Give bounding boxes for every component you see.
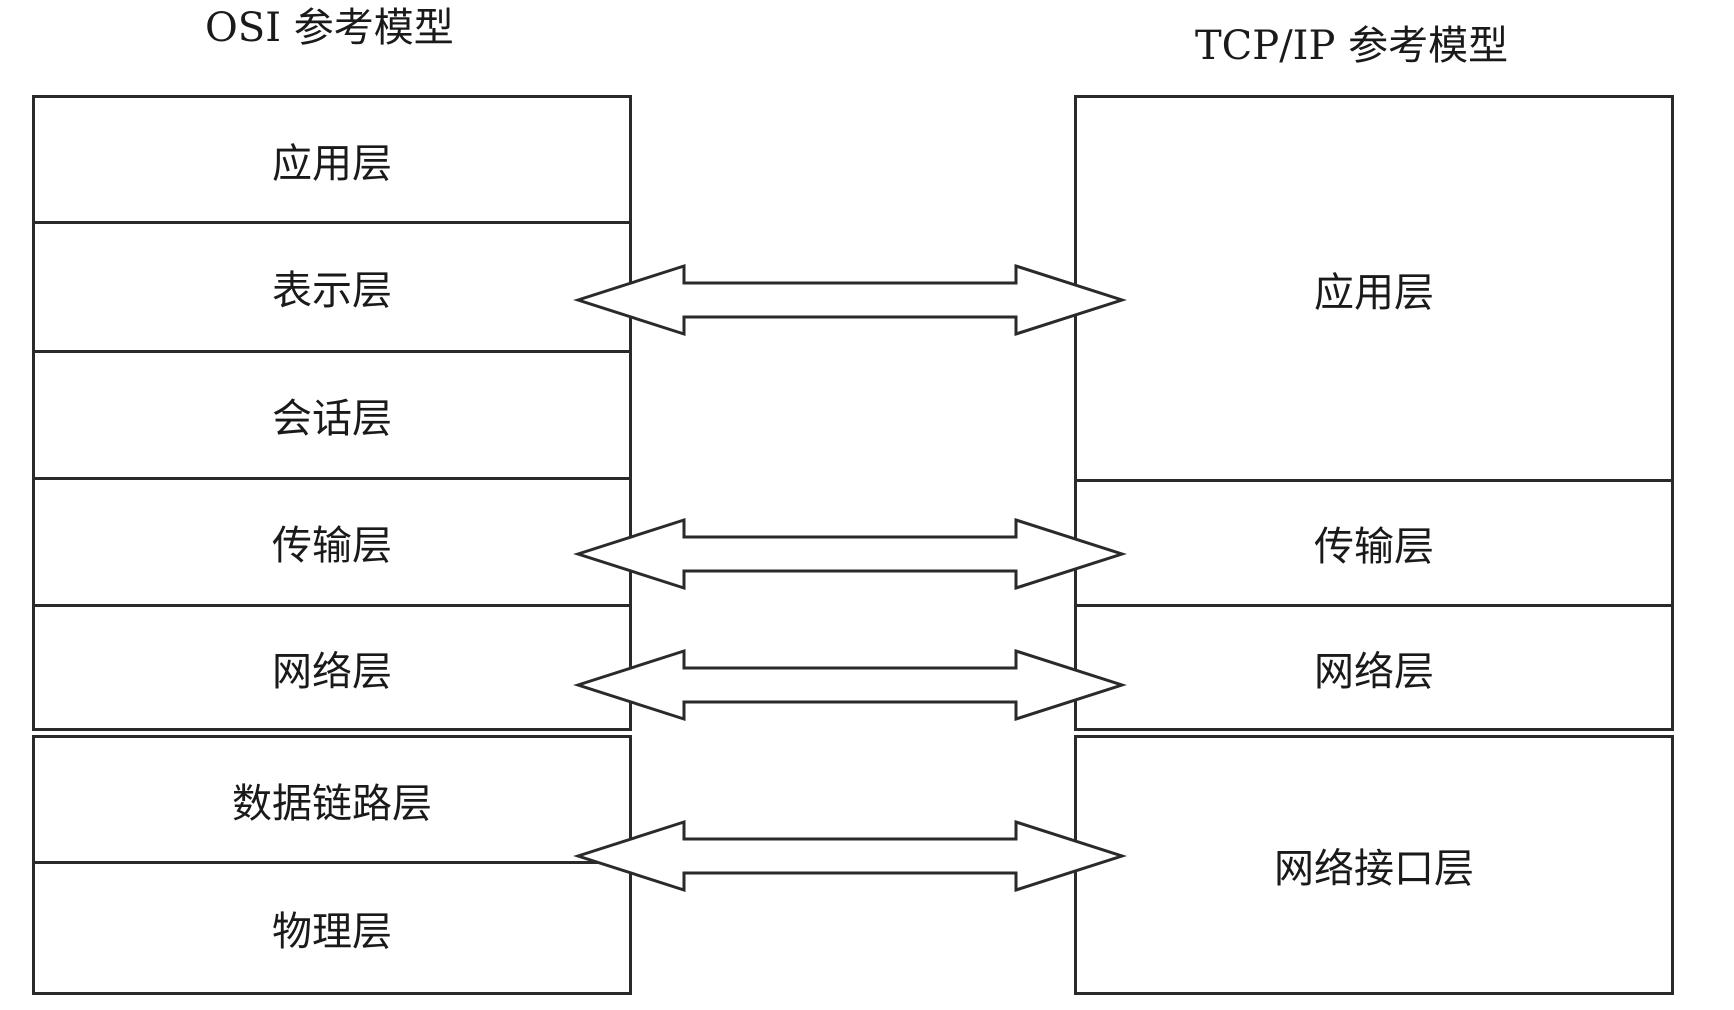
tcpip-model-title: TCP/IP 参考模型 (1195, 23, 1509, 69)
tcpip-transport-layer-label: 传输层 (1314, 524, 1434, 570)
tcpip-application-layer: 应用层 (1074, 95, 1674, 482)
tcpip-layer-stack: 应用层 传输层 网络层 网络接口层 (1074, 95, 1674, 995)
osi-application-layer-label: 应用层 (272, 140, 392, 187)
tcpip-network-interface-layer: 网络接口层 (1074, 735, 1674, 995)
tcpip-network-layer: 网络层 (1074, 604, 1674, 731)
osi-transport-layer: 传输层 (32, 477, 632, 607)
osi-transport-layer-label: 传输层 (272, 523, 392, 569)
osi-session-layer: 会话层 (32, 350, 632, 480)
osi-network-layer-label: 网络层 (272, 648, 392, 695)
osi-layer-stack: 应用层 表示层 会话层 传输层 网络层 数据链路层 物理层 (32, 95, 632, 995)
arrow-network-interface-mapping (573, 819, 1127, 893)
osi-data-link-layer: 数据链路层 (32, 735, 632, 864)
osi-presentation-layer: 表示层 (32, 221, 632, 353)
osi-model-title: OSI 参考模型 (205, 5, 454, 51)
tcpip-network-interface-layer-label: 网络接口层 (1274, 846, 1474, 892)
tcpip-network-layer-label: 网络层 (1314, 648, 1434, 695)
osi-presentation-layer-label: 表示层 (272, 268, 392, 314)
arrow-transport-mapping (573, 517, 1127, 591)
osi-physical-layer-label: 物理层 (272, 909, 392, 955)
tcpip-application-layer-label: 应用层 (1314, 269, 1434, 316)
arrow-application-mapping (573, 263, 1127, 337)
osi-data-link-layer-label: 数据链路层 (232, 780, 432, 827)
osi-session-layer-label: 会话层 (272, 396, 392, 442)
osi-physical-layer: 物理层 (32, 861, 632, 995)
tcpip-transport-layer: 传输层 (1074, 479, 1674, 607)
osi-application-layer: 应用层 (32, 95, 632, 224)
osi-network-layer: 网络层 (32, 604, 632, 731)
arrow-network-mapping (573, 648, 1127, 722)
